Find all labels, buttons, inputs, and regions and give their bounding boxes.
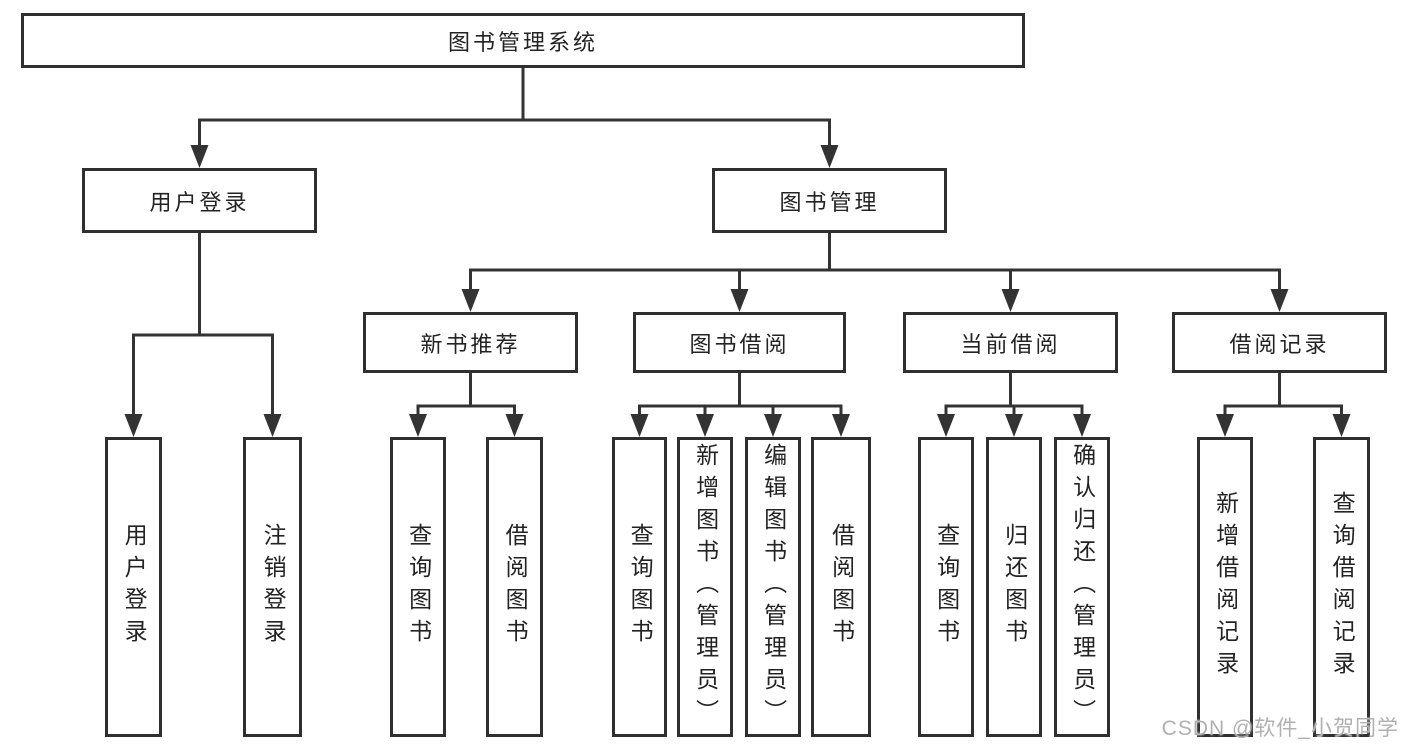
arrowhead [820, 145, 839, 168]
arrowhead [630, 414, 649, 437]
leaf-query-book-2-label: 查询图书 [627, 523, 654, 651]
node-book-mgmt: 图书管理 [712, 168, 947, 233]
arrowhead [263, 414, 282, 437]
node-current-borrow-label: 当前借阅 [960, 331, 1061, 357]
arrowhead [730, 289, 749, 312]
node-book-mgmt-label: 图书管理 [779, 189, 880, 215]
leaf-borrow-book-1-label: 借阅图书 [502, 523, 529, 651]
arrowhead [505, 414, 524, 437]
arrowhead [1216, 414, 1234, 437]
leaf-return-book: 归还图书 [986, 437, 1042, 737]
leaf-query-borrow-record-label: 查询借阅记录 [1329, 491, 1356, 683]
arrowhead [1005, 414, 1023, 437]
leaf-edit-book-label: 编辑图书（管理员） [760, 443, 787, 731]
node-new-book-rec-label: 新书推荐 [420, 331, 521, 357]
leaf-add-book-label: 新增图书（管理员） [692, 443, 719, 731]
leaf-add-borrow-record-label: 新增借阅记录 [1212, 491, 1239, 683]
node-book-borrow: 图书借阅 [633, 312, 846, 373]
leaf-add-borrow-record: 新增借阅记录 [1197, 437, 1253, 737]
node-book-borrow-label: 图书借阅 [689, 331, 790, 357]
node-root: 图书管理系统 [21, 13, 1025, 68]
arrowhead [696, 414, 714, 437]
arrowhead [124, 414, 143, 437]
leaf-query-book-3: 查询图书 [918, 437, 974, 737]
node-borrow-records-label: 借阅记录 [1229, 331, 1330, 357]
arrowhead [764, 414, 782, 437]
leaf-query-book-1-label: 查询图书 [405, 523, 432, 651]
watermark: CSDN @软件_小贺同学 [1161, 717, 1399, 740]
arrowhead [1073, 414, 1091, 437]
leaf-query-book-2: 查询图书 [612, 437, 667, 737]
node-current-borrow: 当前借阅 [903, 312, 1118, 373]
arrowhead [190, 145, 209, 168]
arrowhead [1001, 289, 1020, 312]
leaf-borrow-book-2: 借阅图书 [811, 437, 871, 737]
node-user-login-label: 用户登录 [149, 189, 250, 215]
node-root-label: 图书管理系统 [447, 29, 598, 55]
leaf-add-book: 新增图书（管理员） [677, 437, 733, 737]
leaf-query-book-1: 查询图书 [390, 437, 446, 737]
leaf-confirm-return: 确认归还（管理员） [1054, 437, 1110, 737]
arrowhead [461, 289, 480, 312]
leaf-return-book-label: 归还图书 [1001, 523, 1028, 651]
node-user-login: 用户登录 [82, 168, 317, 233]
leaf-borrow-book-1: 借阅图书 [486, 437, 543, 737]
leaf-user-login: 用户登录 [105, 437, 162, 737]
node-new-book-rec: 新书推荐 [363, 312, 578, 373]
arrowhead [832, 414, 850, 437]
arrowhead [409, 414, 427, 437]
arrowhead [1332, 414, 1351, 437]
leaf-confirm-return-label: 确认归还（管理员） [1069, 443, 1096, 731]
arrowhead [937, 414, 955, 437]
leaf-logout: 注销登录 [243, 437, 302, 737]
leaf-query-book-3-label: 查询图书 [933, 523, 960, 651]
node-borrow-records: 借阅记录 [1172, 312, 1387, 373]
leaf-query-borrow-record: 查询借阅记录 [1313, 437, 1370, 737]
leaf-borrow-book-2-label: 借阅图书 [828, 523, 855, 651]
leaf-logout-label: 注销登录 [260, 523, 287, 651]
arrowhead [1270, 289, 1289, 312]
leaf-edit-book: 编辑图书（管理员） [745, 437, 801, 737]
leaf-user-login-label: 用户登录 [121, 523, 148, 651]
